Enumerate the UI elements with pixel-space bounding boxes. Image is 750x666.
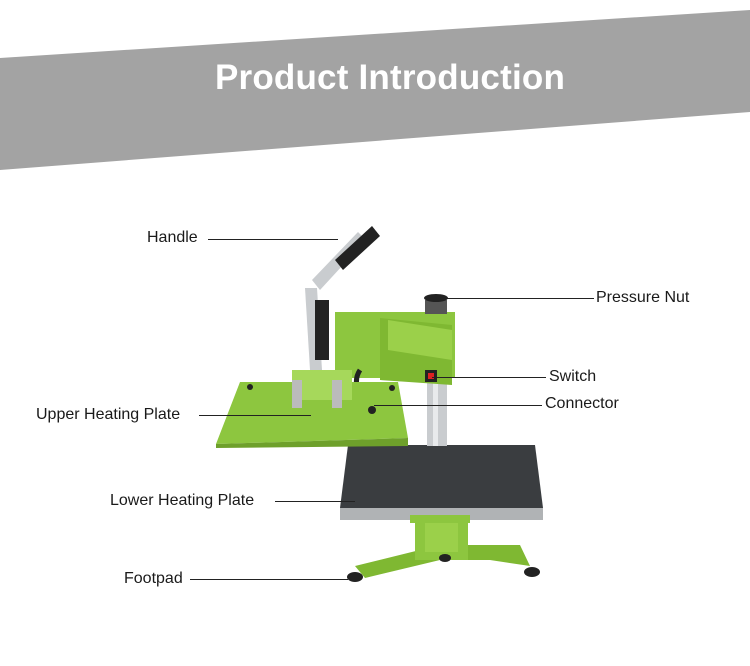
upper-head [335,294,455,385]
page-title: Product Introduction [214,58,566,97]
upper-heating-plate [216,370,408,448]
leader-connector [374,405,542,406]
column [427,380,447,446]
header-banner [0,10,750,170]
base-stand [347,520,540,582]
leader-pressure-nut [444,298,594,299]
label-upper-heating-plate: Upper Heating Plate [36,406,181,423]
leader-lower-heating-plate [275,501,355,502]
label-lower-heating-plate: Lower Heating Plate [110,492,255,509]
label-pressure-nut: Pressure Nut [596,289,690,306]
leader-handle [208,239,338,240]
label-connector: Connector [545,395,619,412]
lower-heating-plate [340,445,543,523]
leader-footpad [190,579,348,580]
leader-upper-heating-plate [199,415,311,416]
leader-switch [432,377,546,378]
label-handle: Handle [147,229,198,246]
label-footpad: Footpad [124,570,183,587]
label-switch: Switch [549,368,597,385]
